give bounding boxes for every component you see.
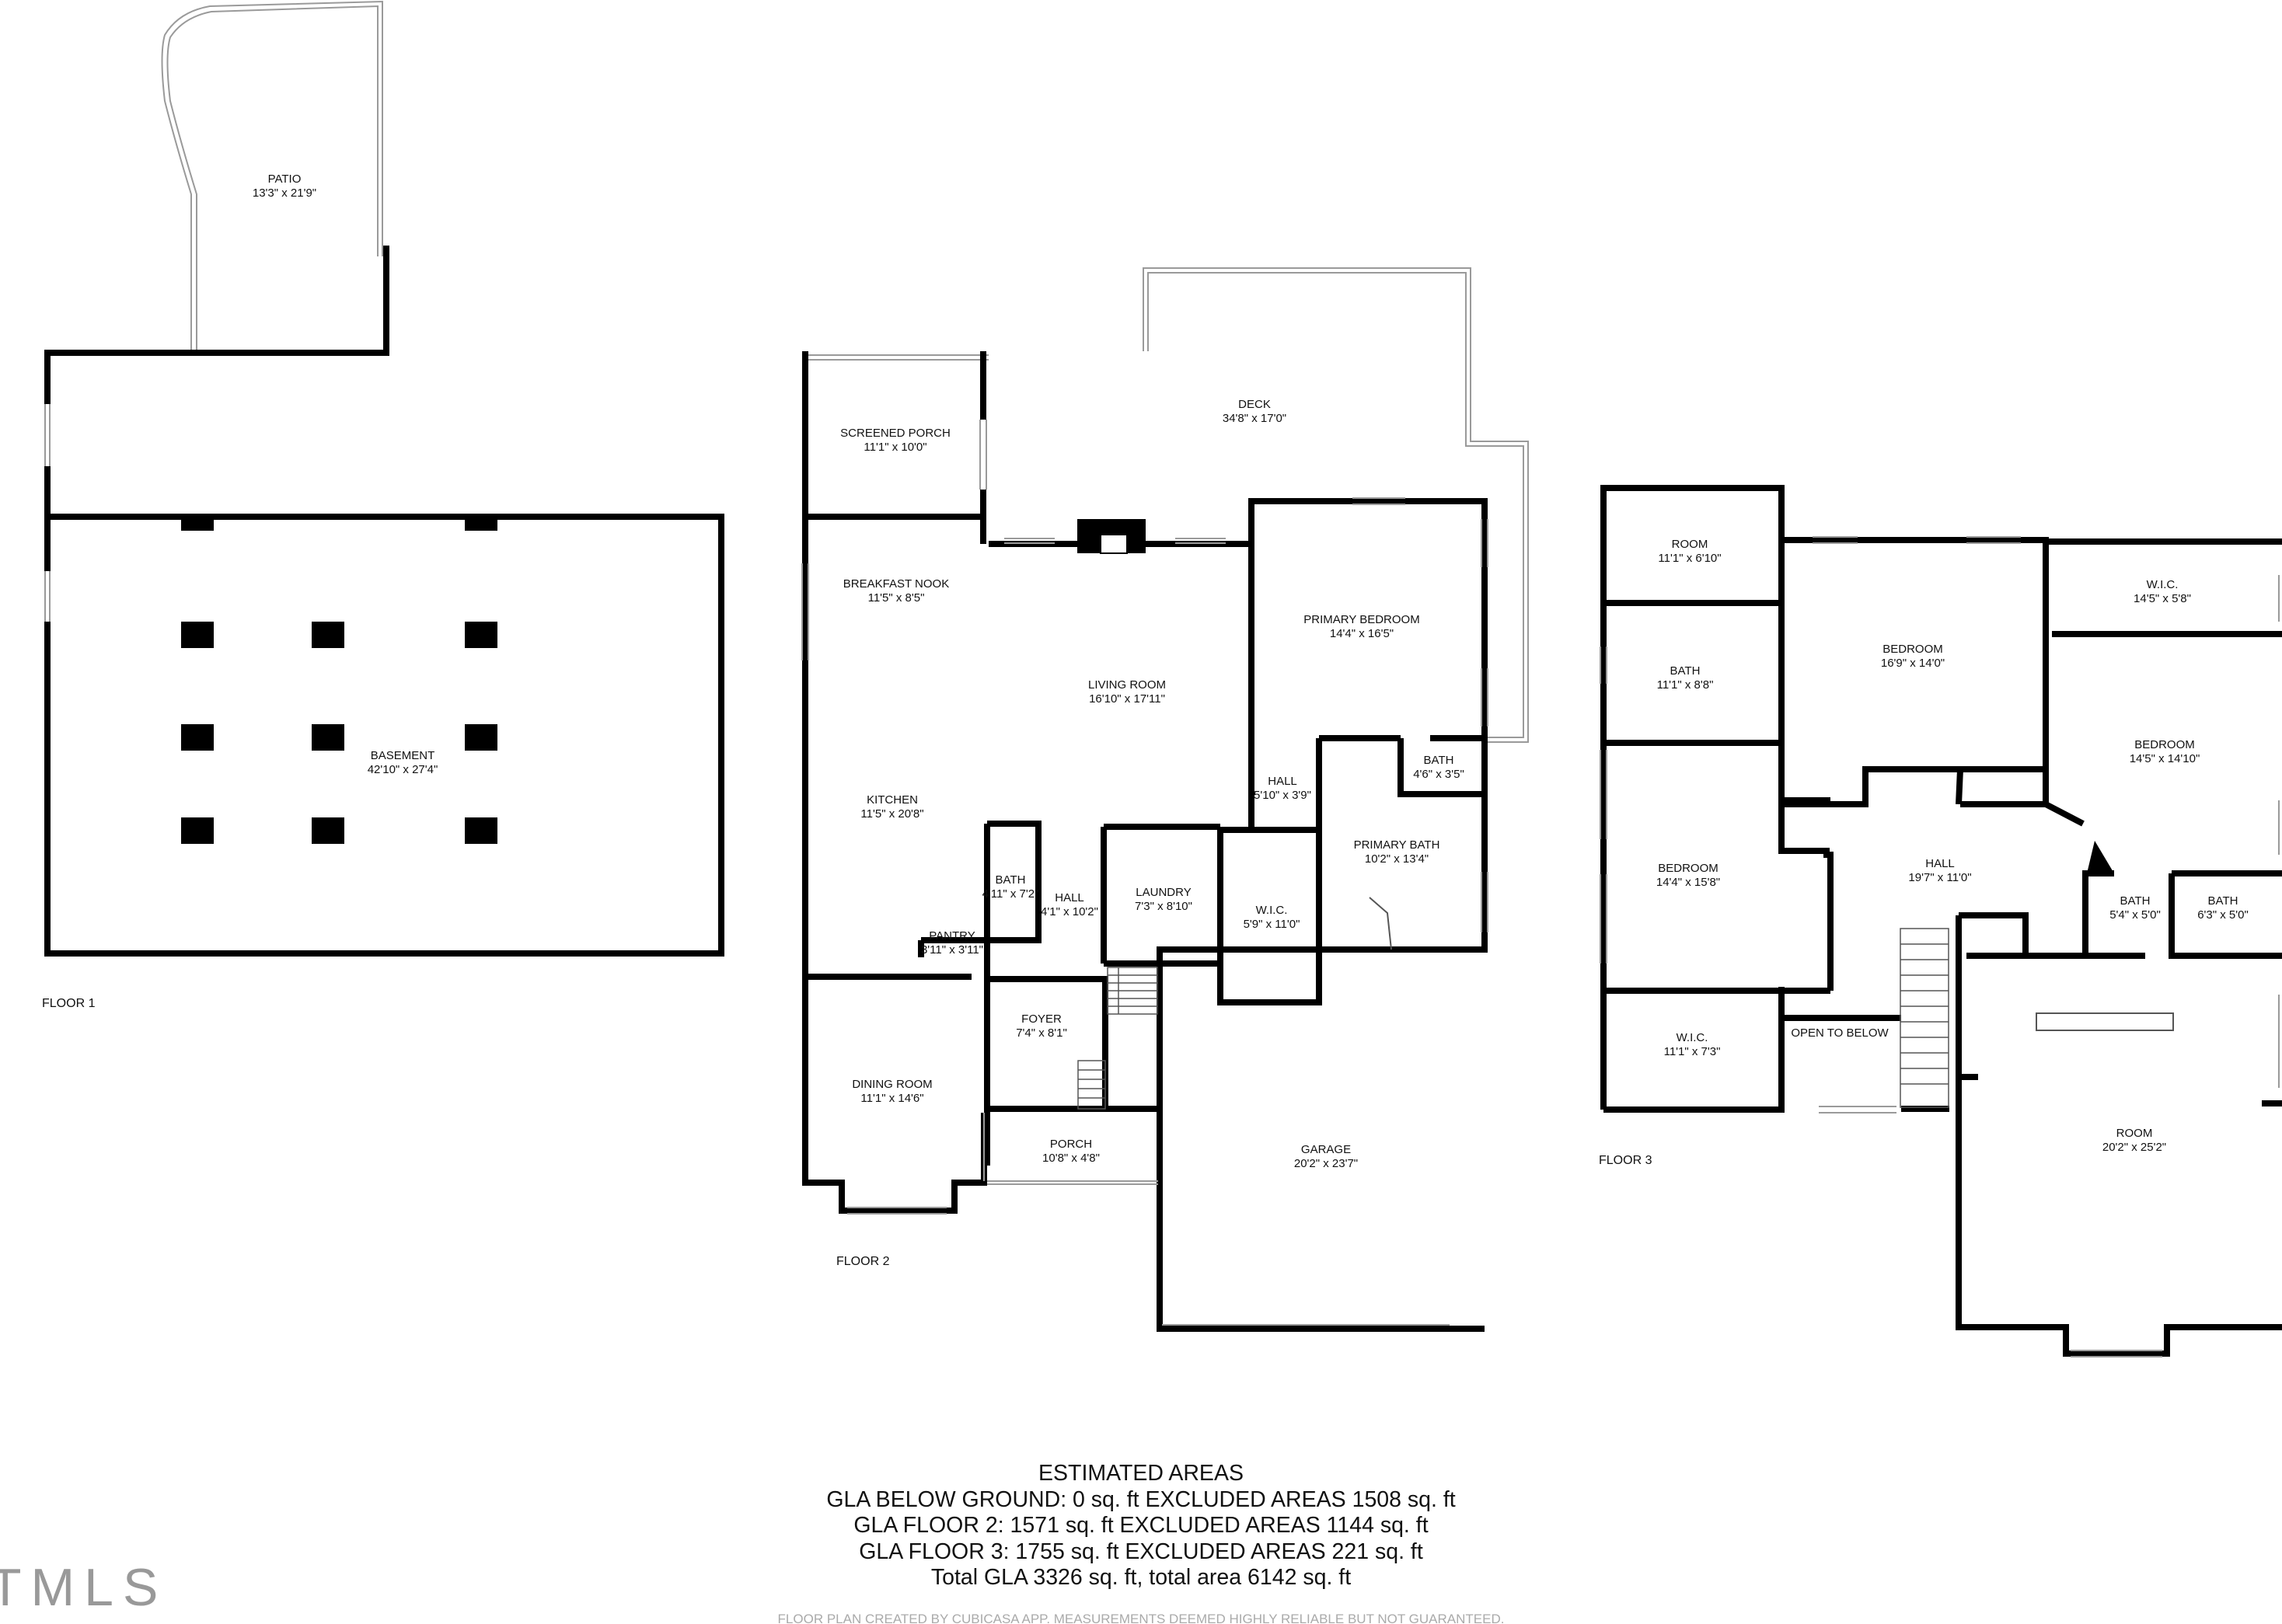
room-label-breakfast-nook: BREAKFAST NOOK (843, 577, 949, 591)
room-dims-hall-small: 5'10" x 3'9" (1254, 789, 1311, 802)
room-dims-living-room: 16'10" x 17'11" (1089, 692, 1165, 706)
screened-porch-rail (805, 354, 989, 361)
room-dims-dining-room: 11'1" x 14'6" (860, 1092, 923, 1105)
room-label-bath-b: BATH (2120, 894, 2151, 908)
estimated-areas-summary: ESTIMATED AREAS GLA BELOW GROUND: 0 sq. … (675, 1461, 1607, 1591)
room-dims-bath-small: 4'6" x 3'5" (1413, 768, 1464, 781)
room-label-primary-bedroom: PRIMARY BEDROOM (1303, 613, 1419, 626)
room-label-room-large: ROOM (2116, 1127, 2153, 1140)
room-label-open-to-below: OPEN TO BELOW (1791, 1026, 1889, 1040)
room-label-bedroom-a: BEDROOM (1882, 643, 1943, 656)
room-dims-breakfast-nook: 11'5" x 8'5" (868, 591, 925, 605)
room-label-hall-f3: HALL (1925, 857, 1955, 870)
room-label-bath-half: BATH (996, 873, 1026, 887)
room-dims-pantry: 3'11" x 3'11" (921, 943, 983, 957)
room-dims-hall-f3: 19'7" x 11'0" (1908, 871, 1971, 884)
room-label-bedroom-c: BEDROOM (1658, 862, 1718, 875)
areas-title: ESTIMATED AREAS (1038, 1461, 1244, 1486)
room-dims-primary-bath: 10'2" x 13'4" (1365, 852, 1429, 866)
room-dims-bath-b: 5'4" x 5'0" (2109, 908, 2161, 922)
room-label-pantry: PANTRY (929, 929, 975, 943)
room-label-wic-f2: W.I.C. (1256, 904, 1288, 917)
room-label-hall-small: HALL (1268, 775, 1297, 788)
room-dims-porch: 10'8" x 4'8" (1042, 1152, 1100, 1165)
areas-line-below-ground: GLA BELOW GROUND: 0 sq. ft EXCLUDED AREA… (826, 1486, 1456, 1512)
support-columns (181, 622, 497, 844)
room-label-screened-porch: SCREENED PORCH (840, 427, 951, 440)
room-label-patio: PATIO (268, 173, 302, 186)
plan-disclaimer: FLOOR PLAN CREATED BY CUBICASA APP. MEAS… (777, 1612, 1505, 1624)
room-dims-wic-f2: 5'9" x 11'0" (1244, 918, 1300, 931)
room-label-room-small: ROOM (1672, 538, 1708, 551)
room-dims-screened-porch: 11'1" x 10'0" (864, 441, 926, 454)
basement-walls (44, 246, 724, 957)
areas-line-total: Total GLA 3326 sq. ft, total area 6142 s… (930, 1565, 1352, 1590)
floor-3-plan: ROOM 11'1" x 6'10" BEDROOM 16'9" x 14'0"… (1599, 485, 2282, 1357)
room-label-garage: GARAGE (1301, 1143, 1351, 1156)
floor-label-1: FLOOR 1 (42, 997, 96, 1010)
floor-3-walls (1600, 485, 2282, 1357)
room-dims-basement: 42'10" x 27'4" (368, 763, 438, 776)
room-label-primary-bath: PRIMARY BATH (1354, 838, 1440, 852)
room-label-dining-room: DINING ROOM (852, 1078, 932, 1091)
room-dims-patio: 13'3" x 21'9" (253, 186, 316, 200)
basement-window-lines (44, 404, 51, 622)
room-dims-bath-c: 6'3" x 5'0" (2197, 908, 2249, 922)
floor-2-plan: DECK 34'8" x 17'0" SCREENED PORCH 11'1" … (801, 267, 1529, 1332)
bathtub-outline (1369, 897, 1392, 950)
room-label-porch: PORCH (1050, 1138, 1092, 1151)
staircase-floor-3 (1900, 928, 1949, 1108)
room-label-bedroom-b: BEDROOM (2134, 738, 2195, 751)
chimney-marker (2087, 841, 2114, 873)
floor-3-windows (1600, 536, 2280, 1357)
room-label-laundry: LAUNDRY (1136, 886, 1191, 899)
room-dims-primary-bedroom: 14'4" x 16'5" (1330, 627, 1394, 640)
room-label-bath-a: BATH (1670, 664, 1701, 678)
patio-outline (161, 0, 383, 350)
room-dims-bedroom-b: 14'5" x 14'10" (2130, 752, 2200, 765)
room-label-bath-c: BATH (2208, 894, 2238, 908)
room-label-bath-small: BATH (1424, 754, 1454, 767)
room-label-wic-b: W.I.C. (1677, 1031, 1708, 1044)
floor-2-windows (801, 420, 1488, 1326)
room-dims-hall-f2: 4'1" x 10'2" (1041, 905, 1098, 918)
room-dims-deck: 34'8" x 17'0" (1223, 412, 1286, 425)
mls-watermark-logo: TMLS (0, 1558, 168, 1617)
room-label-hall-f2: HALL (1055, 891, 1084, 904)
fireplace-icon (1077, 519, 1146, 554)
floor-label-2: FLOOR 2 (836, 1255, 890, 1268)
room-dims-bath-a: 11'1" x 8'8" (1657, 678, 1714, 692)
room-label-living-room: LIVING ROOM (1088, 678, 1166, 692)
room-dims-room-small: 11'1" x 6'10" (1658, 552, 1721, 565)
room-dims-wic-a: 14'5" x 5'8" (2134, 592, 2191, 605)
room-dims-foyer: 7'4" x 8'1" (1016, 1026, 1067, 1040)
areas-line-floor-2: GLA FLOOR 2: 1571 sq. ft EXCLUDED AREAS … (853, 1513, 1429, 1538)
room-dims-bedroom-c: 14'4" x 15'8" (1656, 876, 1720, 889)
areas-line-floor-3: GLA FLOOR 3: 1755 sq. ft EXCLUDED AREAS … (859, 1539, 1423, 1564)
room-dims-bath-half: 4'11" x 7'2" (982, 887, 1039, 901)
room-label-basement: BASEMENT (371, 749, 435, 762)
room-dims-kitchen: 11'5" x 20'8" (860, 807, 923, 821)
room-shelf (2036, 1012, 2174, 1031)
room-label-deck: DECK (1238, 398, 1271, 411)
room-dims-room-large: 20'2" x 25'2" (2102, 1141, 2166, 1154)
room-label-kitchen: KITCHEN (867, 793, 918, 807)
ceiling-beams (181, 517, 497, 531)
room-label-wic-a: W.I.C. (2147, 578, 2179, 591)
room-dims-garage: 20'2" x 23'7" (1294, 1157, 1358, 1170)
room-label-foyer: FOYER (1021, 1012, 1062, 1026)
staircase-floor-2 (1077, 967, 1158, 1110)
room-dims-wic-b: 11'1" x 7'3" (1664, 1045, 1721, 1058)
room-dims-bedroom-a: 16'9" x 14'0" (1881, 657, 1945, 670)
floor-1-plan: PATIO 13'3" x 21'9" BASEMENT 42'10" x 27… (42, 0, 724, 1010)
floor-label-3: FLOOR 3 (1599, 1154, 1652, 1167)
deck-outline (1143, 267, 1529, 743)
room-dims-laundry: 7'3" x 8'10" (1135, 900, 1192, 913)
